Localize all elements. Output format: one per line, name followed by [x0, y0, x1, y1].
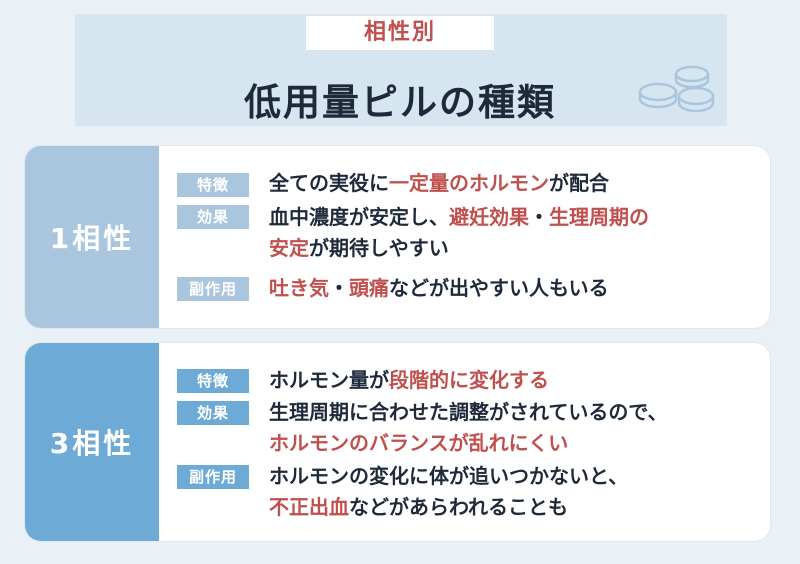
card-triphasic: 3相性 特徴 ホルモン量が段階的に変化する 効果 生理周期に合わせた調整がされて…	[25, 343, 770, 541]
text-line: 生理周期に合わせた調整がされているので、	[269, 400, 668, 424]
tag-effect: 効果	[177, 401, 249, 425]
row-effect-text: 生理周期に合わせた調整がされているので、 ホルモンのバランスが乱れにくい	[269, 397, 668, 459]
row-feature-text: ホルモン量が段階的に変化する	[269, 365, 549, 396]
subtitle-label: 相性別	[306, 16, 494, 50]
text-line: ホルモン量が段階的に変化する	[269, 368, 549, 392]
text-line: 不正出血などがあらわれることも	[269, 495, 568, 519]
tag-side-effect: 副作用	[177, 277, 249, 301]
card-monophasic: 1相性 特徴 全ての実役に一定量のホルモンが配合 効果 血中濃度が安定し、避妊効…	[25, 146, 770, 328]
row-effect-text: 血中濃度が安定し、避妊効果・生理周期の 安定が期待しやすい	[269, 202, 649, 264]
card-label: 3相性	[25, 343, 159, 541]
tag-effect: 効果	[177, 205, 249, 229]
text-line: 血中濃度が安定し、避妊効果・生理周期の	[269, 205, 649, 229]
tag-side-effect: 副作用	[177, 465, 249, 489]
pills-icon	[638, 65, 715, 113]
tag-feature: 特徴	[177, 369, 249, 393]
page-title: 低用量ピルの種類	[244, 80, 556, 124]
text-line: ホルモンのバランスが乱れにくい	[269, 431, 569, 455]
tag-feature: 特徴	[177, 173, 249, 197]
text-line: 全ての実役に一定量のホルモンが配合	[269, 171, 609, 195]
row-feature-text: 全ての実役に一定量のホルモンが配合	[269, 168, 609, 199]
text-line: 吐き気・頭痛などが出やすい人もいる	[269, 276, 609, 300]
row-side-effect-text: ホルモンの変化に体が追いつかないと、 不正出血などがあらわれることも	[269, 461, 628, 523]
row-side-effect-text: 吐き気・頭痛などが出やすい人もいる	[269, 273, 609, 304]
text-line: 安定が期待しやすい	[269, 236, 449, 260]
text-line: ホルモンの変化に体が追いつかないと、	[269, 464, 629, 488]
card-label: 1相性	[25, 146, 159, 328]
